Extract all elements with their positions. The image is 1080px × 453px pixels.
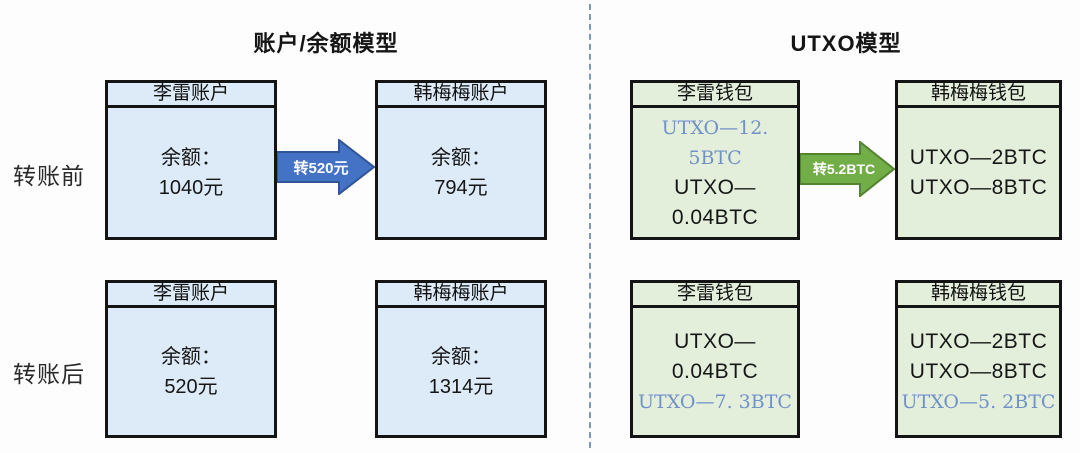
transfer-arrow-balance: 转520元 bbox=[277, 139, 375, 195]
transfer-amount-label: 转520元 bbox=[293, 159, 349, 177]
right-arrow-icon bbox=[800, 141, 895, 197]
balance-value: 520元 bbox=[164, 375, 218, 398]
balance-label: 余额： bbox=[161, 345, 221, 368]
utxo-line: UTXO—2BTC bbox=[909, 329, 1048, 353]
utxo-line-highlighted: UTXO—12. 5BTC bbox=[661, 116, 769, 169]
balance-value: 794元 bbox=[434, 176, 488, 199]
utxo-line: UTXO—8BTC bbox=[909, 175, 1048, 199]
balance-label: 余额： bbox=[431, 345, 491, 368]
account-box-lilei-after: 李雷账户 余额： 520元 bbox=[105, 280, 277, 438]
wallet-box-lilei-after: 李雷钱包 UTXO—0.04BTC UTXO—7. 3BTC bbox=[630, 280, 800, 438]
box-body: 余额： 1314元 bbox=[378, 308, 544, 435]
box-body: 余额： 520元 bbox=[108, 308, 274, 435]
section-divider-dashed-line bbox=[589, 4, 591, 448]
utxo-line: UTXO—0.04BTC bbox=[671, 175, 759, 229]
account-box-lilei-before: 李雷账户 余额： 1040元 bbox=[105, 80, 277, 240]
right-arrow-icon bbox=[277, 139, 375, 195]
balance-label: 余额： bbox=[161, 146, 221, 169]
box-header-hanmeimei-account: 韩梅梅账户 bbox=[378, 283, 544, 308]
wallet-box-hanmeimei-after: 韩梅梅钱包 UTXO—2BTC UTXO—8BTC UTXO—5. 2BTC bbox=[895, 280, 1062, 438]
balance-label: 余额： bbox=[431, 146, 491, 169]
utxo-line: UTXO—8BTC bbox=[909, 359, 1048, 383]
balance-value: 1040元 bbox=[158, 176, 224, 199]
wallet-box-hanmeimei-before: 韩梅梅钱包 UTXO—2BTC UTXO—8BTC bbox=[895, 80, 1062, 240]
box-body: UTXO—12. 5BTC UTXO—0.04BTC bbox=[633, 108, 797, 237]
box-header-lilei-account: 李雷账户 bbox=[108, 283, 274, 308]
box-body: UTXO—0.04BTC UTXO—7. 3BTC bbox=[633, 308, 797, 435]
row-label-before-transfer: 转账前 bbox=[13, 163, 85, 189]
right-section-title: UTXO模型 bbox=[790, 31, 902, 56]
box-header-lilei-wallet: 李雷钱包 bbox=[633, 283, 797, 308]
utxo-line-highlighted: UTXO—7. 3BTC bbox=[638, 390, 792, 413]
left-section-title: 账户/余额模型 bbox=[253, 31, 399, 56]
box-header-lilei-account: 李雷账户 bbox=[108, 83, 274, 108]
box-header-hanmeimei-account: 韩梅梅账户 bbox=[378, 83, 544, 108]
wallet-box-lilei-before: 李雷钱包 UTXO—12. 5BTC UTXO—0.04BTC bbox=[630, 80, 800, 240]
box-body: 余额： 1040元 bbox=[108, 108, 274, 237]
box-body: UTXO—2BTC UTXO—8BTC bbox=[898, 108, 1059, 237]
box-header-hanmeimei-wallet: 韩梅梅钱包 bbox=[898, 83, 1059, 108]
transfer-arrow-utxo: 转5.2BTC bbox=[800, 141, 895, 197]
box-body: UTXO—2BTC UTXO—8BTC UTXO—5. 2BTC bbox=[898, 308, 1059, 435]
utxo-line: UTXO—2BTC bbox=[909, 145, 1048, 169]
transfer-amount-label: 转5.2BTC bbox=[812, 161, 876, 177]
account-box-hanmeimei-after: 韩梅梅账户 余额： 1314元 bbox=[375, 280, 547, 438]
utxo-line-highlighted: UTXO—5. 2BTC bbox=[901, 390, 1056, 413]
account-box-hanmeimei-before: 韩梅梅账户 余额： 794元 bbox=[375, 80, 547, 240]
utxo-line: UTXO—0.04BTC bbox=[671, 329, 759, 383]
box-header-lilei-wallet: 李雷钱包 bbox=[633, 83, 797, 108]
box-header-hanmeimei-wallet: 韩梅梅钱包 bbox=[898, 283, 1059, 308]
row-label-after-transfer: 转账后 bbox=[13, 361, 85, 387]
box-body: 余额： 794元 bbox=[378, 108, 544, 237]
balance-value: 1314元 bbox=[428, 375, 494, 398]
